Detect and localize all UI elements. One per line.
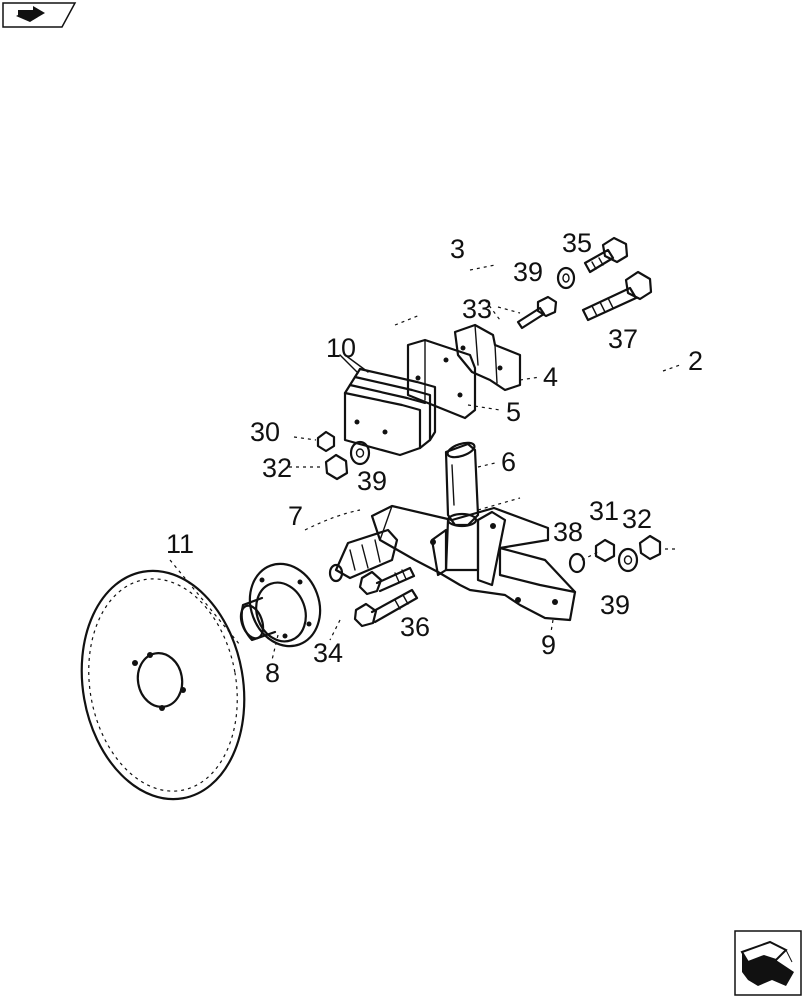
next-page-arrow-icon [740,940,794,986]
nut-32-right-part [638,534,662,561]
next-page-button[interactable] [734,930,804,998]
callout-33: 33 [462,294,492,324]
bolt-34-part [358,566,416,596]
callout-32-left: 32 [262,453,292,483]
washer-39-left-part [349,440,371,466]
callout-35: 35 [562,228,592,258]
bolt-37-part [581,270,653,322]
leader-lines [169,264,681,661]
callout-34: 34 [313,638,343,668]
shim-plates-part [339,354,437,457]
clamp-plate-part [406,338,477,420]
callout-31: 31 [589,496,619,526]
callout-36: 36 [400,612,430,642]
spindle-part [304,509,399,583]
bolt-33-part [516,295,558,330]
callout-39-left: 39 [357,466,387,496]
callout-5: 5 [506,397,521,427]
callout-10: 10 [326,333,356,363]
callout-4: 4 [543,362,558,392]
washer-39-right-part [617,547,639,573]
callout-7: 7 [288,501,303,531]
callout-39-top: 39 [513,257,543,287]
back-arrow-icon [2,2,77,28]
callout-8: 8 [265,658,280,688]
bolt-36-part [353,588,419,628]
callout-9: 9 [541,630,556,660]
washer-38-part [568,551,599,574]
callout-38: 38 [553,517,583,547]
bracket-part [394,299,522,392]
nut-32-left-part [324,453,349,481]
washer-39-upper-part [556,266,576,290]
disc-blade-part [80,569,246,801]
callout-32-right: 32 [622,504,652,534]
callout-2: 2 [688,346,703,376]
nut-31-part [594,538,616,563]
callout-6: 6 [501,447,516,477]
callout-37: 37 [608,324,638,354]
callout-labels: 3 35 39 33 37 2 10 4 5 30 6 32 39 7 31 3… [166,228,703,688]
callout-11: 11 [166,529,194,559]
nut-30-part [316,430,336,453]
callout-3: 3 [450,234,465,264]
callout-39-right: 39 [600,590,630,620]
previous-page-button[interactable] [0,0,80,30]
shaft-part [430,441,507,587]
bolt-35-part [583,236,629,274]
callout-30: 30 [250,417,280,447]
hub-part [239,562,322,648]
